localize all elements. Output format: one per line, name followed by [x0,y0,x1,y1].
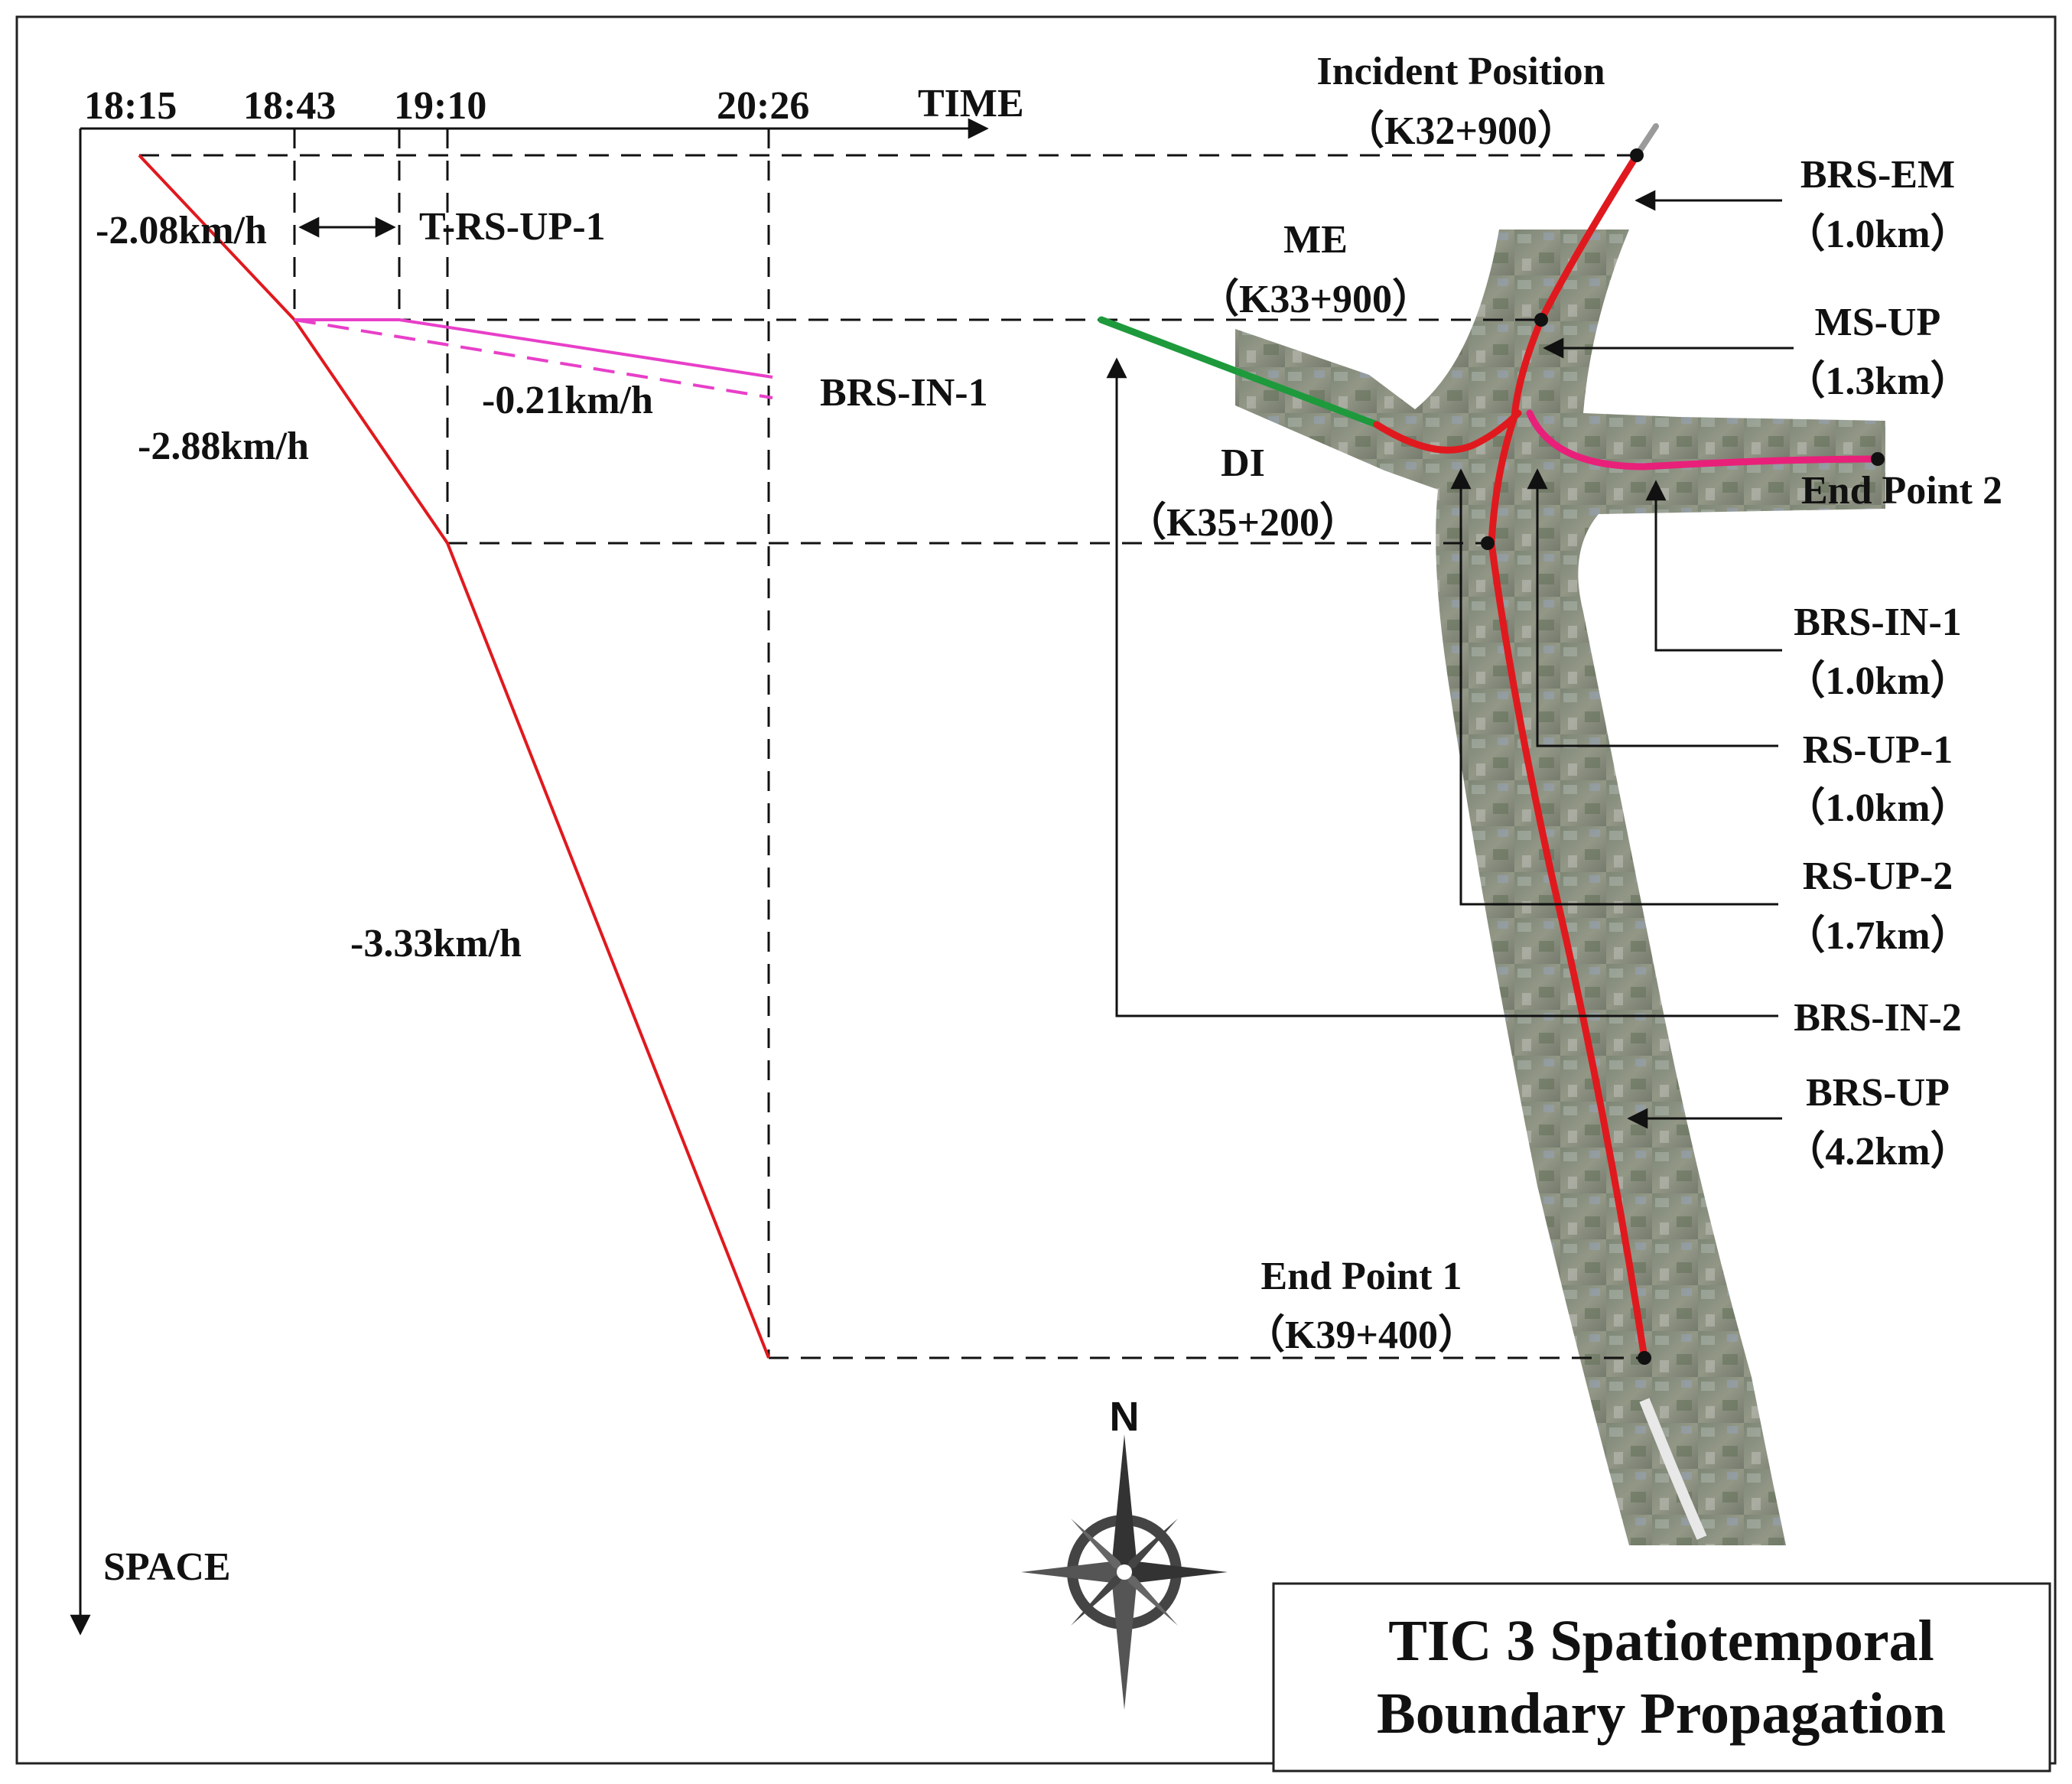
segment-length: （1.7km） [1785,913,1970,958]
branch-label: BRS-IN-1 [820,371,988,415]
me-km: （K33+900） [1199,277,1432,321]
end1-km: （K39+400） [1245,1313,1478,1357]
segment-name: MS-UP [1815,301,1941,344]
location-dots [1481,148,1885,1365]
me-label: ME [1283,218,1348,262]
segment-name: BRS-EM [1800,153,1955,197]
segment-length: （1.3km） [1785,359,1970,403]
road-branch-west [1098,316,1381,428]
boundary-branch-solid [294,318,773,379]
segment-length: （1.0km） [1785,786,1970,830]
guide-lines [139,129,1644,1359]
segment-name: RS-UP-1 [1803,728,1953,772]
segment-name: RS-UP-2 [1803,855,1953,898]
title-box [1272,1582,2051,1773]
leader-rs-up-2 [1450,468,1778,906]
speed-label: -3.33km/h [350,922,522,965]
di-km: （K35+200） [1127,500,1359,545]
dot-end2 [1871,452,1885,466]
interval-label: T-RS-UP-1 [419,205,606,249]
leader-brs-in-2 [1106,357,1778,1017]
speed-label: -2.88km/h [138,425,309,468]
boundary-branch-dashed [294,318,773,399]
road-branch-east [1526,409,1882,470]
incident-label: Incident Position [1316,50,1605,93]
tick-label: 20:26 [717,84,809,128]
speed-label: -0.21km/h [482,379,653,422]
incident-km: （K32+900） [1345,109,1577,153]
diagram-title-line2: Boundary Propagation [1377,1681,1946,1746]
end2-label: End Point 2 [1801,469,2002,513]
segment-length: （1.0km） [1785,659,1970,703]
compass-north-label: N [1110,1394,1140,1440]
segment-labels: BRS-EM （1.0km） MS-UP （1.3km） BRS-IN-1 （1… [1785,153,1970,1174]
segment-length: （1.0km） [1785,212,1970,256]
speed-label: -2.08km/h [96,209,267,252]
leader-brs-in-1 [1645,480,1782,652]
compass-rose-icon: N [1021,1394,1228,1710]
dot-me [1534,313,1548,327]
tick-label: 18:43 [243,84,336,128]
dot-incident [1630,148,1644,162]
segment-name: BRS-IN-2 [1794,996,1962,1040]
road-me-junction [1373,409,1522,454]
boundary-main [138,154,770,1359]
dot-di [1481,536,1495,550]
segment-name: BRS-IN-1 [1794,601,1962,644]
diagram-title-line1: TIC 3 Spatiotemporal [1388,1609,1934,1673]
space-axis-label: SPACE [103,1545,231,1589]
di-label: DI [1221,441,1265,485]
satellite-map [1235,230,1885,1545]
end1-label: End Point 1 [1261,1255,1462,1298]
segment-name: BRS-UP [1806,1071,1950,1115]
time-ticks: 18:15 18:43 19:10 20:26 [84,84,809,128]
tick-label: 18:15 [84,84,177,128]
tick-label: 19:10 [394,84,486,128]
segment-leaders [1106,190,1794,1129]
outer-frame [15,15,2057,1765]
time-axis-label: TIME [918,82,1024,125]
dot-end1 [1638,1351,1651,1365]
segment-length: （4.2km） [1785,1129,1970,1174]
leader-rs-up-1 [1527,468,1778,747]
axes: TIME SPACE [70,82,1024,1636]
